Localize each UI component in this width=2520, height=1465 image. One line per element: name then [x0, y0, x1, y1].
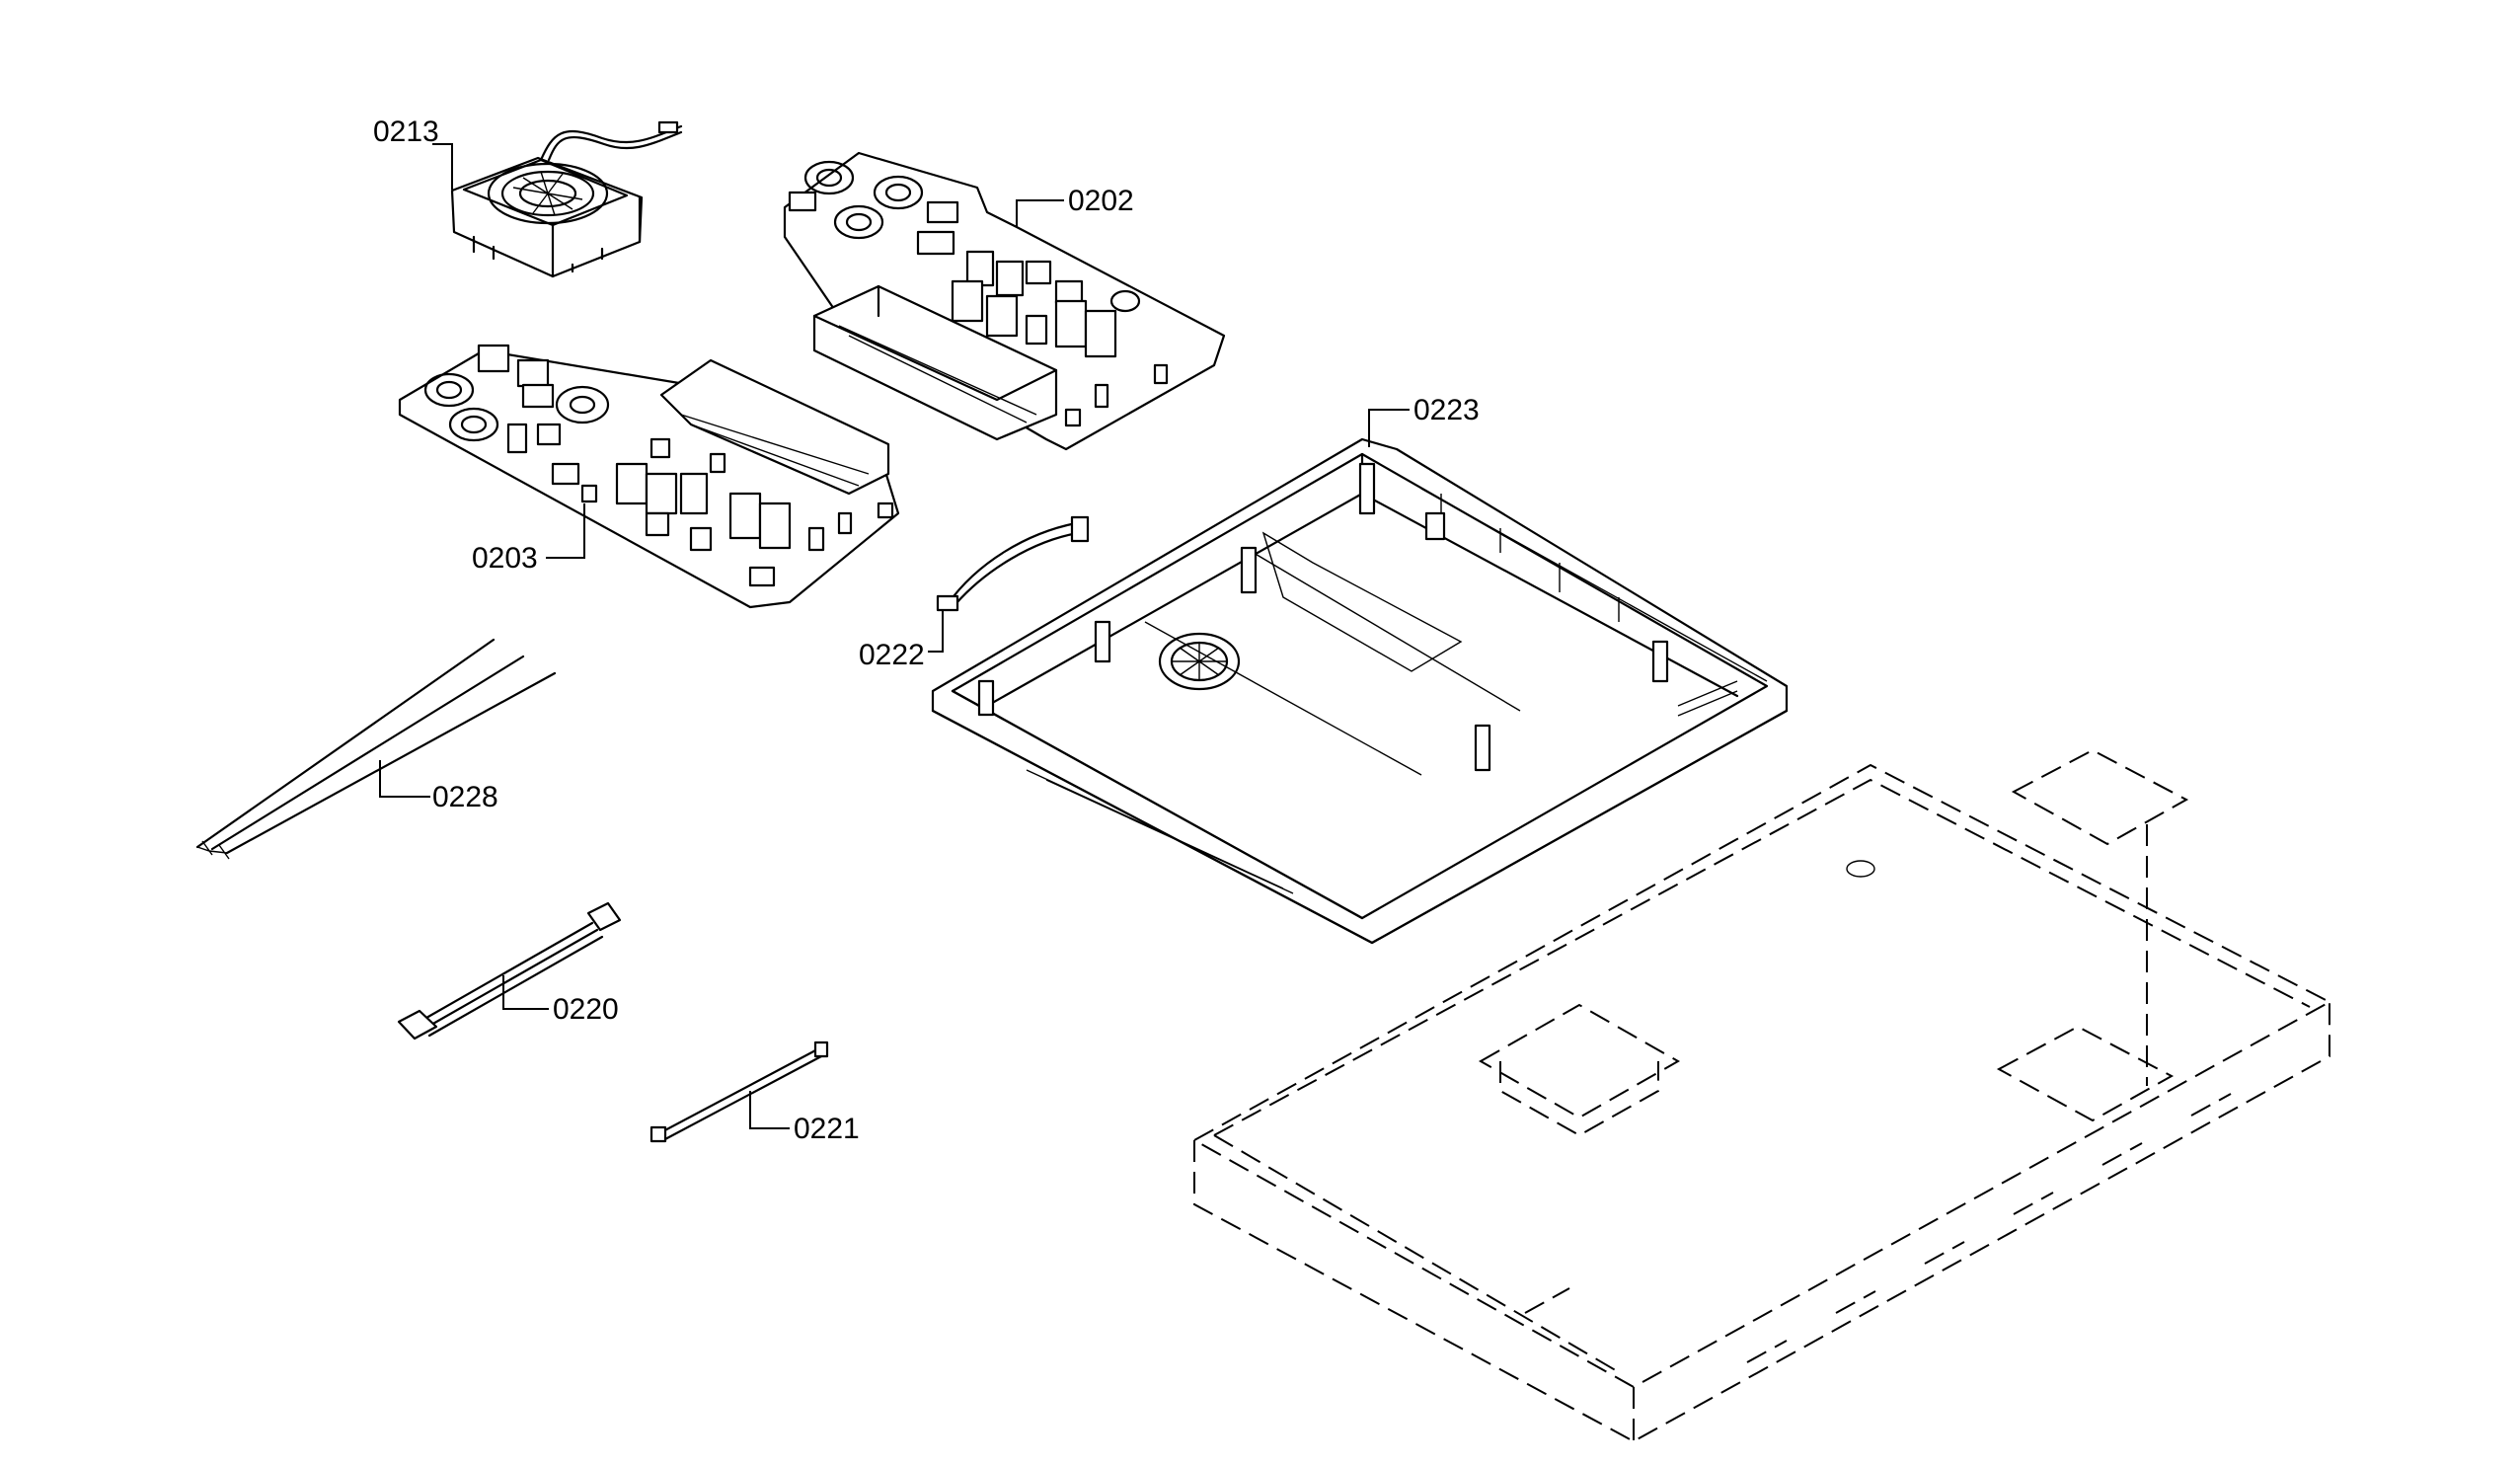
part-label-housing: 0223	[1413, 394, 1480, 426]
small-cable	[936, 515, 1090, 612]
part-label-small-cable: 0222	[859, 639, 925, 671]
fan-assembly	[450, 120, 683, 278]
upper-circuit-board	[783, 151, 1226, 451]
part-label-lower-board: 0203	[472, 542, 538, 575]
flat-cable	[649, 1041, 829, 1143]
lower-circuit-board	[398, 344, 900, 609]
wire-bundle	[195, 638, 557, 860]
part-label-flat-cable: 0221	[794, 1113, 860, 1145]
part-label-ribbon-cable: 0220	[553, 993, 619, 1026]
part-label-upper-board: 0202	[1068, 185, 1134, 217]
housing-tray	[931, 437, 1789, 945]
base-plate-outline	[1191, 748, 2332, 1443]
part-label-fan: 0213	[373, 116, 439, 148]
housing-posts	[977, 462, 1669, 772]
ribbon-cable	[397, 901, 622, 1041]
part-label-wire-bundle: 0228	[432, 781, 498, 813]
